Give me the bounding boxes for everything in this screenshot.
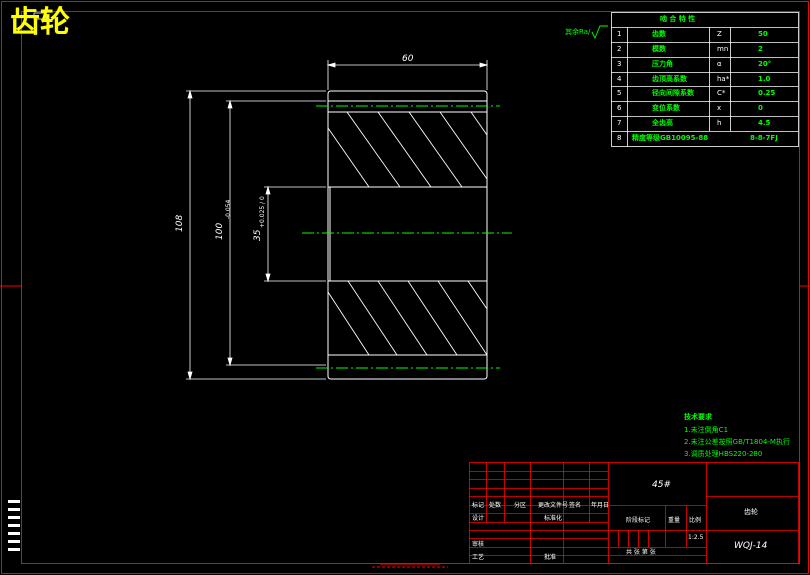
gear-section-view xyxy=(327,90,488,380)
param-symbol: h xyxy=(717,119,722,127)
param-name: 压力角 xyxy=(652,60,673,68)
roughness-note: 其余Ra/ xyxy=(565,28,591,36)
param-name: 精度等级GB10095-88 xyxy=(632,134,709,142)
gear-outline xyxy=(327,90,488,380)
tb-label-date: 年月日 xyxy=(591,502,610,509)
tech-req-item: 1.未注倒角C1 xyxy=(684,426,729,434)
dim-tip-diameter: 100 xyxy=(215,222,225,240)
param-value: 0 xyxy=(758,104,763,112)
tb-label-weight: 重量 xyxy=(668,517,681,524)
dim-tip-tolerance: -0.054 xyxy=(225,199,232,219)
param-name: 径向间隙系数 xyxy=(652,89,694,97)
hatch-bottom xyxy=(327,280,488,356)
title-block-grid xyxy=(469,462,799,564)
param-symbol: Z xyxy=(717,30,722,38)
param-symbol: α xyxy=(717,60,722,68)
scale: 1:2.5 xyxy=(688,534,704,541)
param-no: 6 xyxy=(617,104,622,112)
param-name: 全齿高 xyxy=(652,119,673,127)
param-symbol: C* xyxy=(717,89,726,97)
roughness-symbol xyxy=(591,25,608,40)
dim-bore-diameter: 35 xyxy=(253,229,263,241)
tb-label-sign: 签名 xyxy=(569,502,582,509)
param-symbol: mn xyxy=(717,45,729,53)
dim-outer-diameter: 108 xyxy=(175,214,185,232)
tech-req-item: 2.未注公差按照GB/T1804-M执行 xyxy=(684,438,790,446)
param-no: 3 xyxy=(617,60,622,68)
tb-label-standardize: 标准化 xyxy=(544,515,563,522)
hatch-top xyxy=(327,111,488,188)
title-marker xyxy=(33,12,47,20)
drawing-title: 齿轮 xyxy=(10,5,70,40)
dim-bore-tolerance: +0.025 / 0 xyxy=(259,196,266,228)
tb-label-stage: 阶段标记 xyxy=(626,517,651,524)
tb-label-designer: 设计 xyxy=(472,515,485,522)
param-no: 5 xyxy=(617,89,622,97)
param-no: 2 xyxy=(617,45,622,53)
tb-label-review: 审核 xyxy=(472,541,485,548)
param-value: 4.5 xyxy=(758,119,771,127)
tb-label-doc-no: 更改文件号 xyxy=(538,502,569,509)
param-no: 1 xyxy=(617,30,622,38)
param-name: 变位系数 xyxy=(652,104,680,112)
material: 45# xyxy=(652,480,671,490)
dimension-lines xyxy=(186,60,489,381)
tb-label-zone: 分区 xyxy=(514,502,527,509)
tb-label-approve: 批准 xyxy=(544,554,557,561)
param-no: 7 xyxy=(617,119,622,127)
param-name: 模数 xyxy=(652,45,666,53)
param-symbol: x xyxy=(717,104,722,112)
param-symbol: ha* xyxy=(717,75,730,83)
tb-label-scale: 比例 xyxy=(689,517,702,524)
param-value: 1.0 xyxy=(758,75,771,83)
tb-label-sheets: 共 张 第 张 xyxy=(626,549,656,556)
param-name: 齿顶高系数 xyxy=(652,75,687,83)
tb-label-mark: 标记 xyxy=(472,502,485,509)
tech-req-title: 技术要求 xyxy=(684,413,712,421)
param-value: 20° xyxy=(758,60,772,68)
tb-label-count: 处数 xyxy=(489,502,502,509)
param-value: 50 xyxy=(758,30,768,38)
param-value: 0.25 xyxy=(758,89,776,97)
params-table-grid xyxy=(611,12,799,147)
dim-width: 60 xyxy=(402,54,414,64)
param-value: 2 xyxy=(758,45,763,53)
zone-marks xyxy=(8,500,20,551)
params-table-header: 啮 合 特 性 xyxy=(660,15,696,23)
drawing-number: WQJ-14 xyxy=(734,541,768,551)
param-no: 4 xyxy=(617,75,622,83)
tech-req-item: 3.调质处理HBS220-280 xyxy=(684,450,763,458)
param-name: 齿数 xyxy=(652,30,666,38)
tb-label-process: 工艺 xyxy=(472,554,485,561)
param-no: 8 xyxy=(617,134,622,142)
param-value: 8-8-7FJ xyxy=(750,134,778,142)
part-name: 齿轮 xyxy=(744,508,758,516)
centerlines xyxy=(302,105,512,369)
